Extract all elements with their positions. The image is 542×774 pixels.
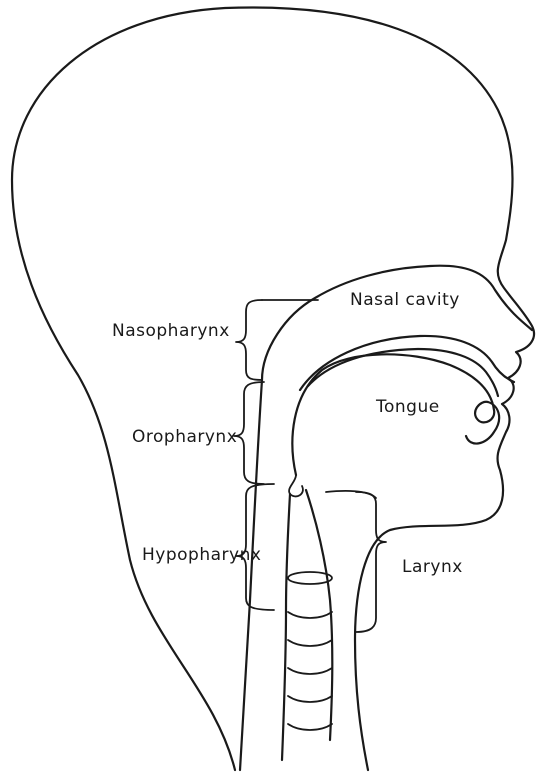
label-oropharynx: Oropharynx <box>132 427 237 447</box>
trachea-ring-3 <box>288 640 332 646</box>
trachea-ring-1 <box>288 572 332 584</box>
trachea-ring-4 <box>288 668 332 674</box>
pharynx-posterior-wall <box>240 380 262 770</box>
larynx-back-wall <box>282 494 290 760</box>
trachea-rings <box>288 572 332 730</box>
label-tongue: Tongue <box>375 397 440 417</box>
label-nasopharynx: Nasopharynx <box>112 321 230 341</box>
label-nasal-cavity: Nasal cavity <box>350 290 460 310</box>
trachea-ring-5 <box>288 696 332 702</box>
nasopharynx-bracket <box>236 300 262 380</box>
epiglottis <box>289 475 303 496</box>
trachea-ring-2 <box>288 612 332 618</box>
larynx-bracket <box>356 492 386 632</box>
head-outline <box>12 7 534 770</box>
trachea-ring-6 <box>288 724 332 730</box>
label-hypopharynx: Hypopharynx <box>142 545 261 565</box>
palate-inner <box>308 349 498 396</box>
larynx-top <box>326 491 376 498</box>
label-larynx: Larynx <box>402 557 463 577</box>
